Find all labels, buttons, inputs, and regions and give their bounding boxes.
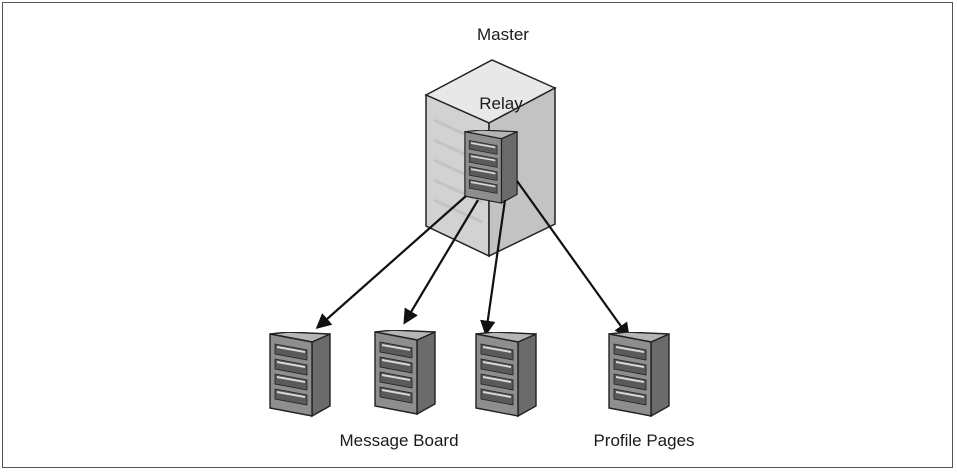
relay-server-icon	[464, 130, 518, 204]
slave-server-3-icon	[475, 332, 537, 417]
master-label: Master	[477, 25, 529, 44]
profile-pages-server-icon	[608, 332, 670, 417]
arrow-to-message-board	[403, 199, 479, 325]
message-board-server-icon	[374, 330, 436, 415]
arrow-to-profile-pages	[516, 180, 630, 339]
replication-arrows	[315, 180, 630, 339]
message-board-label: Message Board	[339, 431, 458, 450]
relay-label: Relay	[479, 94, 523, 113]
slave-server-1-icon	[269, 332, 331, 417]
arrow-to-slave-1	[315, 195, 467, 330]
arrow-to-slave-3	[480, 199, 507, 337]
profile-pages-label: Profile Pages	[593, 431, 694, 450]
